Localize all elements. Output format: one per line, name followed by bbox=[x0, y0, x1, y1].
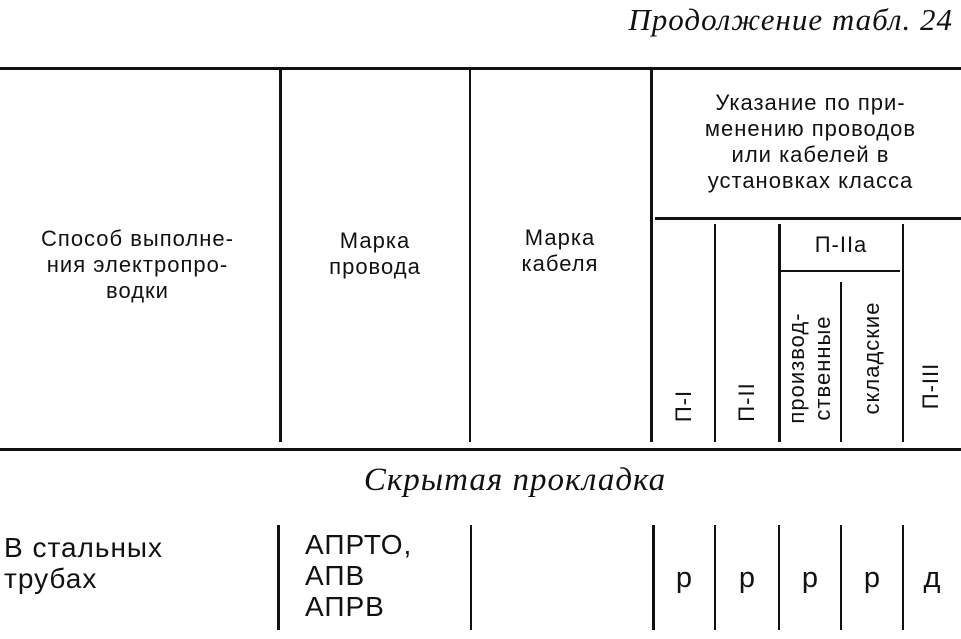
header-class-p3: П-III bbox=[918, 362, 943, 410]
header-divider-p2a-inner bbox=[840, 282, 842, 442]
row-wire: АПРТО, АПВ АПРВ bbox=[305, 529, 413, 622]
header-class-p2a: П-IIа bbox=[814, 232, 868, 257]
row-divider-cable bbox=[652, 525, 655, 630]
row-divider-p1 bbox=[714, 525, 716, 630]
header-divider-p1 bbox=[714, 224, 716, 442]
header-bottom-rule bbox=[0, 448, 961, 451]
header-class-p2a-production: производ- ственные bbox=[784, 312, 835, 424]
row-mark-p1: р bbox=[675, 562, 693, 594]
class-p2a-rule bbox=[780, 270, 900, 272]
section-title: Скрытая прокладка bbox=[363, 462, 667, 498]
header-divider-p2 bbox=[778, 224, 781, 442]
row-divider-p2 bbox=[778, 525, 780, 630]
usage-header-rule bbox=[655, 217, 961, 220]
row-method: В стальных трубах bbox=[4, 532, 164, 594]
row-divider-wire bbox=[470, 525, 472, 630]
header-class-p2a-storage: складские bbox=[859, 301, 884, 415]
header-divider-p2a bbox=[902, 224, 904, 442]
row-mark-p2: р bbox=[738, 562, 756, 594]
header-wire: Марка провода bbox=[329, 228, 421, 279]
header-cable: Марка кабеля bbox=[521, 225, 599, 276]
row-mark-p2a-production: р bbox=[801, 562, 819, 594]
header-method: Способ выполне- ния электропро- водки bbox=[41, 226, 234, 303]
row-divider-method bbox=[277, 525, 280, 630]
row-divider-p2a-inner bbox=[840, 525, 842, 630]
table-top-rule bbox=[0, 67, 961, 70]
row-mark-p3: д bbox=[923, 562, 941, 594]
header-divider-method bbox=[279, 70, 282, 442]
row-mark-p2a-storage: р bbox=[863, 562, 881, 594]
header-divider-wire bbox=[469, 70, 471, 442]
header-usage: Указание по при- менению проводов или ка… bbox=[704, 90, 917, 193]
header-divider-cable bbox=[650, 70, 653, 442]
header-class-p2: П-II bbox=[734, 382, 759, 422]
row-divider-p2a bbox=[902, 525, 904, 630]
table-continuation-caption: Продолжение табл. 24 bbox=[628, 2, 953, 37]
header-class-p1: П-I bbox=[671, 389, 696, 423]
